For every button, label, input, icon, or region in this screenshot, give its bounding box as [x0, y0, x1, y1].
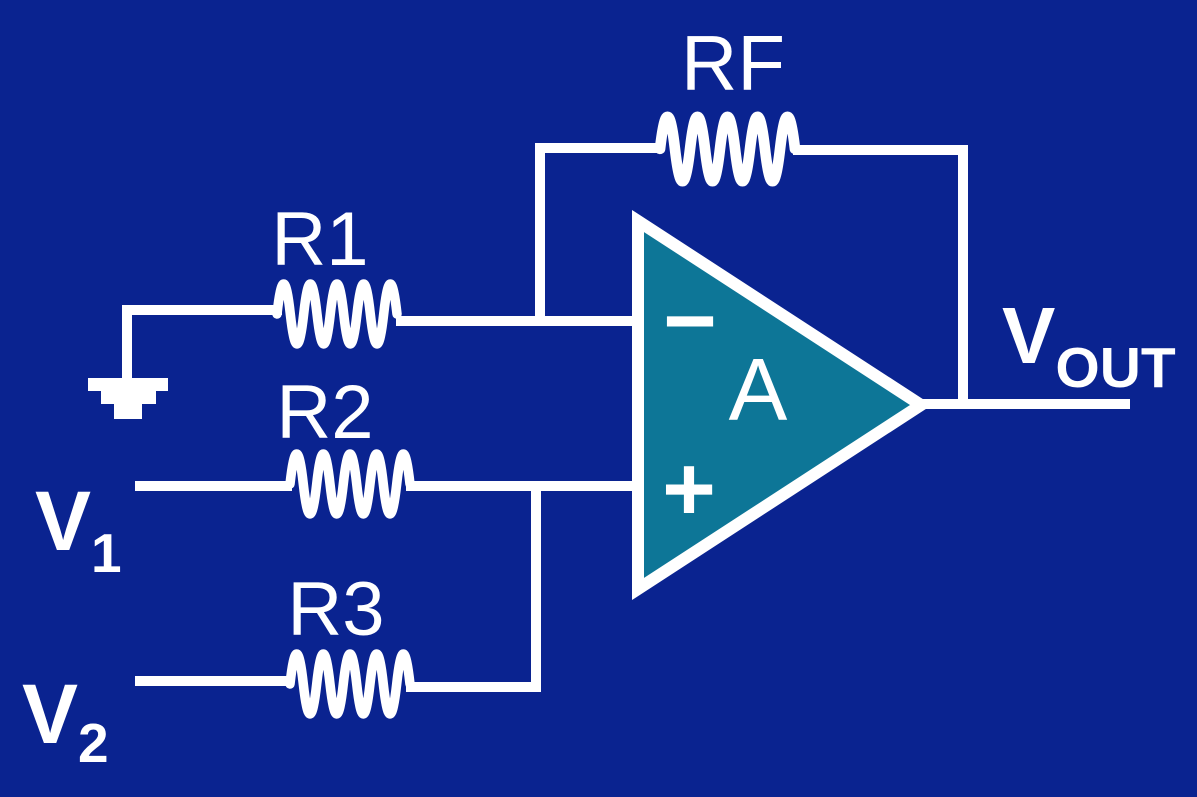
ground-bar-middle [101, 391, 156, 404]
r2-resistor [290, 454, 410, 514]
vout-label-sub: OUT [1055, 336, 1176, 400]
rf-resistor [660, 117, 795, 182]
ground-symbol [88, 378, 168, 419]
r2-label: R2 [276, 370, 373, 455]
opamp-triangle [632, 209, 933, 601]
v1-label: V1 [35, 474, 122, 584]
opamp-gain-label: A [729, 340, 788, 439]
r1-resistor [277, 284, 397, 344]
r1-label: R1 [271, 197, 368, 282]
r3-resistor [290, 654, 410, 714]
r3-label: R3 [287, 567, 384, 652]
v2-label: V2 [22, 667, 109, 774]
vout-label-base: V [1002, 291, 1055, 380]
noninverting-sign: + [662, 438, 716, 540]
rf-label: RF [681, 19, 785, 107]
v1-label-base: V [35, 474, 91, 568]
ground-bar-bottom [114, 404, 142, 419]
inverting-sign: − [663, 270, 717, 372]
ground-bar-top [88, 378, 168, 391]
vout-label: VOUT [1002, 291, 1176, 400]
v2-label-base: V [22, 667, 78, 761]
v2-label-sub: 2 [78, 712, 109, 774]
v1-label-sub: 1 [91, 522, 122, 584]
